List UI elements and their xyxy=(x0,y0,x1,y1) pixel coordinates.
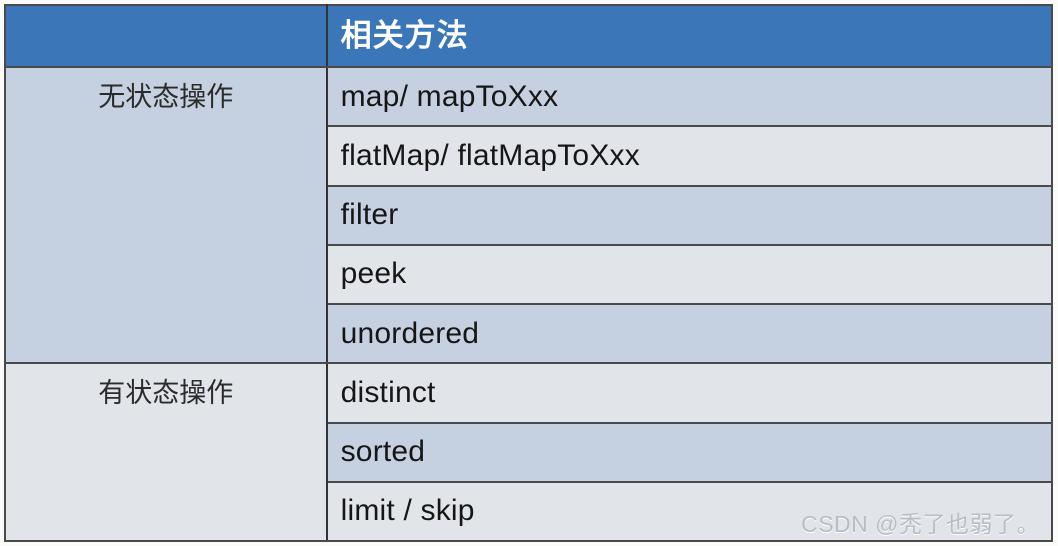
table-row: limit / skip xyxy=(5,480,1054,543)
method-cell-map: map/ mapToXxx xyxy=(326,65,1054,128)
method-cell-distinct: distinct xyxy=(326,362,1054,424)
table-body: 无状态操作 map/ mapToXxx flatMap/ flatMapToXx… xyxy=(4,65,1054,543)
table-header-cell-method: 相关方法 xyxy=(325,4,1054,68)
table-header-row: 相关方法 xyxy=(4,4,1054,68)
group-label-stateless: 无状态操作 xyxy=(98,82,234,112)
table-row: filter xyxy=(5,184,1054,246)
method-cell-peek: peek xyxy=(326,243,1054,306)
method-cell-flatmap: flatMap/ flatMapToXxx xyxy=(326,125,1054,187)
method-cell-unordered: unordered xyxy=(326,302,1054,365)
table-row: 有状态操作 distinct xyxy=(4,362,1054,542)
method-cell-filter: filter xyxy=(326,184,1054,246)
stream-operations-table: 相关方法 无状态操作 map/ mapToXxx flatMap/ flatMa… xyxy=(4,4,1054,543)
group-cell-stateful: 有状态操作 xyxy=(4,362,328,542)
table-row: unordered xyxy=(5,302,1054,365)
method-cell-sorted: sorted xyxy=(326,421,1054,483)
table-header-label-method: 相关方法 xyxy=(340,18,469,53)
table-row: flatMap/ flatMapToXxx xyxy=(5,125,1054,187)
table-row: sorted xyxy=(5,421,1054,483)
table-row: peek xyxy=(5,243,1054,306)
method-cell-limit-skip: limit / skip xyxy=(326,480,1054,543)
group-label-stateful: 有状态操作 xyxy=(98,378,234,409)
table-header-cell-group xyxy=(4,4,328,68)
table-header: 相关方法 xyxy=(4,4,1054,68)
group-cell-stateless: 无状态操作 xyxy=(4,65,328,365)
table-row: 无状态操作 map/ mapToXxx xyxy=(4,65,1054,365)
